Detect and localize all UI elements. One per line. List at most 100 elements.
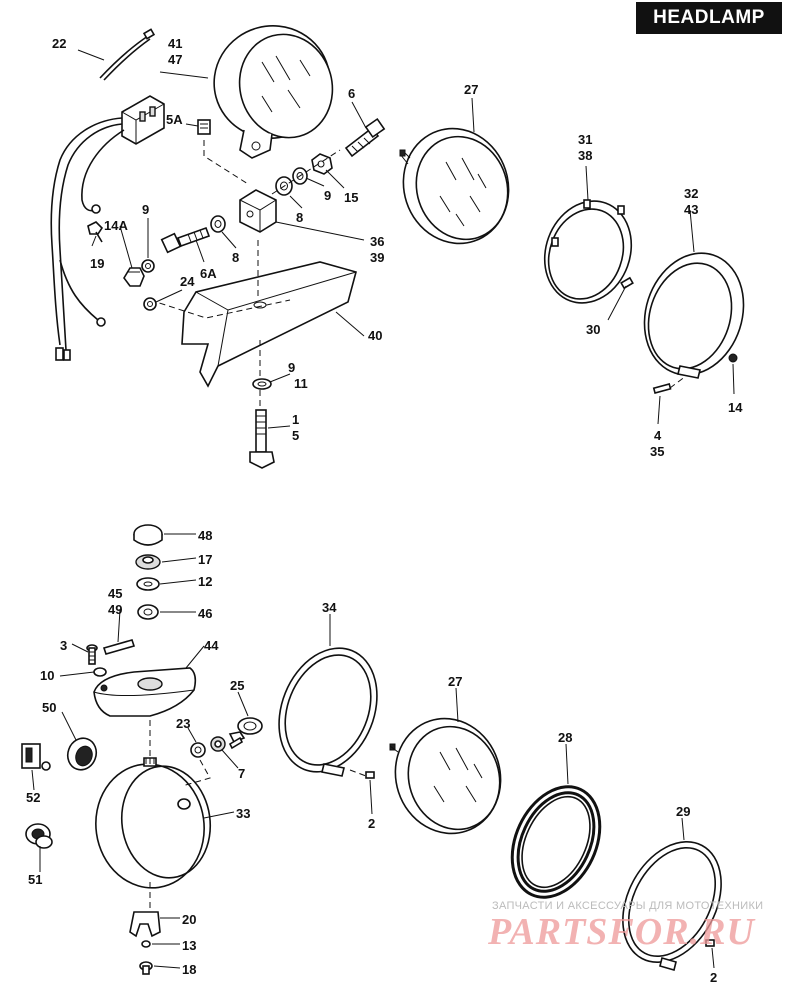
nut-stack-8-9-15 (271, 149, 341, 196)
callout-14: 14 (728, 400, 743, 415)
washer-part-9-11 (252, 378, 272, 390)
callout-30: 30 (586, 322, 600, 337)
callout-5: 5 (292, 428, 299, 443)
callout-41: 41 (168, 36, 182, 51)
callout-43: 43 (684, 202, 698, 217)
connector-part-41-47 (121, 95, 165, 145)
screw-part-4-35 (652, 375, 687, 394)
callout-14a: 14A (104, 218, 128, 233)
callout-36: 36 (370, 234, 384, 249)
socket-part-52 (21, 743, 51, 771)
clip-part-20 (129, 911, 161, 938)
leader-lines-top (77, 49, 735, 429)
callout-39: 39 (370, 250, 384, 265)
trim-ring-part-29 (622, 841, 722, 971)
callout-9: 9 (142, 202, 149, 217)
sealed-beam-unit-part-27-bottom (389, 717, 502, 835)
watermark-tagline: ЗАПЧАСТИ И АКСЕССУАРЫ ДЛЯ МОТОТЕХНИКИ (492, 900, 764, 912)
screw-part-3 (86, 644, 98, 665)
callout-32: 32 (684, 186, 698, 201)
callout-34: 34 (322, 600, 337, 615)
nut-part-17 (135, 554, 161, 570)
callout-48: 48 (198, 528, 212, 543)
wire-harness (50, 117, 125, 361)
wire-part-22 (99, 28, 156, 81)
rubber-ring-part-28 (510, 785, 602, 899)
callout-4: 4 (654, 428, 662, 443)
callout-38: 38 (578, 148, 592, 163)
callout-31: 31 (578, 132, 592, 147)
callout-2: 2 (710, 970, 717, 985)
callout-13: 13 (182, 938, 196, 953)
callout-27: 27 (448, 674, 462, 689)
callout-50: 50 (42, 700, 56, 715)
nut-part-7 (210, 736, 226, 752)
callout-7: 7 (238, 766, 245, 781)
bracket-part-40 (143, 261, 357, 388)
callout-labels-bottom: 48 17 12 45 49 46 3 44 10 50 25 23 7 34 … (26, 528, 717, 985)
callout-46: 46 (198, 606, 212, 621)
callout-51: 51 (28, 872, 42, 887)
callout-17: 17 (198, 552, 212, 567)
callout-22: 22 (52, 36, 66, 51)
screw-part-18 (139, 961, 153, 975)
headlamp-housing-part-33 (95, 757, 212, 889)
callout-9: 9 (324, 188, 331, 203)
screw-part-2 (705, 939, 715, 947)
nut-part-14a-9 (87, 221, 155, 287)
callout-12: 12 (198, 574, 212, 589)
axis-line (181, 759, 211, 787)
callout-11: 11 (294, 376, 308, 391)
callout-19: 19 (90, 256, 104, 271)
bolt-part-6a (160, 215, 226, 254)
callout-9: 9 (288, 360, 295, 375)
callout-35: 35 (650, 444, 664, 459)
callout-labels-top: 22 41 47 5A 6 27 31 38 32 43 9 14A 19 6A… (52, 36, 743, 459)
washer-part-12 (136, 577, 160, 591)
callout-28: 28 (558, 730, 572, 745)
callout-47: 47 (168, 52, 182, 67)
cap-part-48 (133, 524, 163, 546)
callout-45: 45 (108, 586, 122, 601)
watermark-logo: PARTSFOR.RU (488, 911, 755, 953)
callout-49: 49 (108, 602, 122, 617)
callout-23: 23 (176, 716, 190, 731)
washer-part-23 (190, 742, 206, 758)
grommet-part-51 (25, 823, 53, 849)
screw-part-2 (349, 769, 375, 779)
nut-part-14 (728, 353, 738, 363)
callout-24: 24 (180, 274, 195, 289)
callout-6a: 6A (200, 266, 217, 281)
callout-40: 40 (368, 328, 382, 343)
trim-ring-part-32-43 (643, 252, 745, 379)
mount-part-44 (93, 667, 197, 717)
bolt-part-5a (197, 119, 249, 185)
callout-18: 18 (182, 962, 196, 977)
callout-3: 3 (60, 638, 67, 653)
retaining-ring-part-31-38 (543, 199, 633, 304)
callout-33: 33 (236, 806, 250, 821)
bolt-part-6 (344, 117, 386, 158)
callout-29: 29 (676, 804, 690, 819)
callout-25: 25 (230, 678, 244, 693)
callout-8: 8 (296, 210, 303, 225)
callout-8: 8 (232, 250, 239, 265)
callout-10: 10 (40, 668, 54, 683)
clamp-part-25 (228, 717, 263, 750)
screw-part-30 (620, 276, 634, 290)
callout-2: 2 (368, 816, 375, 831)
callout-1: 1 (292, 412, 299, 427)
grommet-part-46 (137, 604, 159, 620)
leader-lines-bottom (31, 533, 715, 969)
diagram-title: HEADLAMP (636, 2, 782, 34)
headlamp-housing-top (213, 25, 334, 159)
callout-5a: 5A (166, 112, 183, 127)
callout-20: 20 (182, 912, 196, 927)
bolt-part-1-5 (249, 409, 275, 469)
indicator-lamp-part-50 (66, 737, 98, 771)
mount-block-part-36-39 (239, 189, 277, 233)
retaining-ring-part-34 (278, 647, 378, 777)
washer-part-13 (141, 940, 151, 948)
callout-15: 15 (344, 190, 358, 205)
